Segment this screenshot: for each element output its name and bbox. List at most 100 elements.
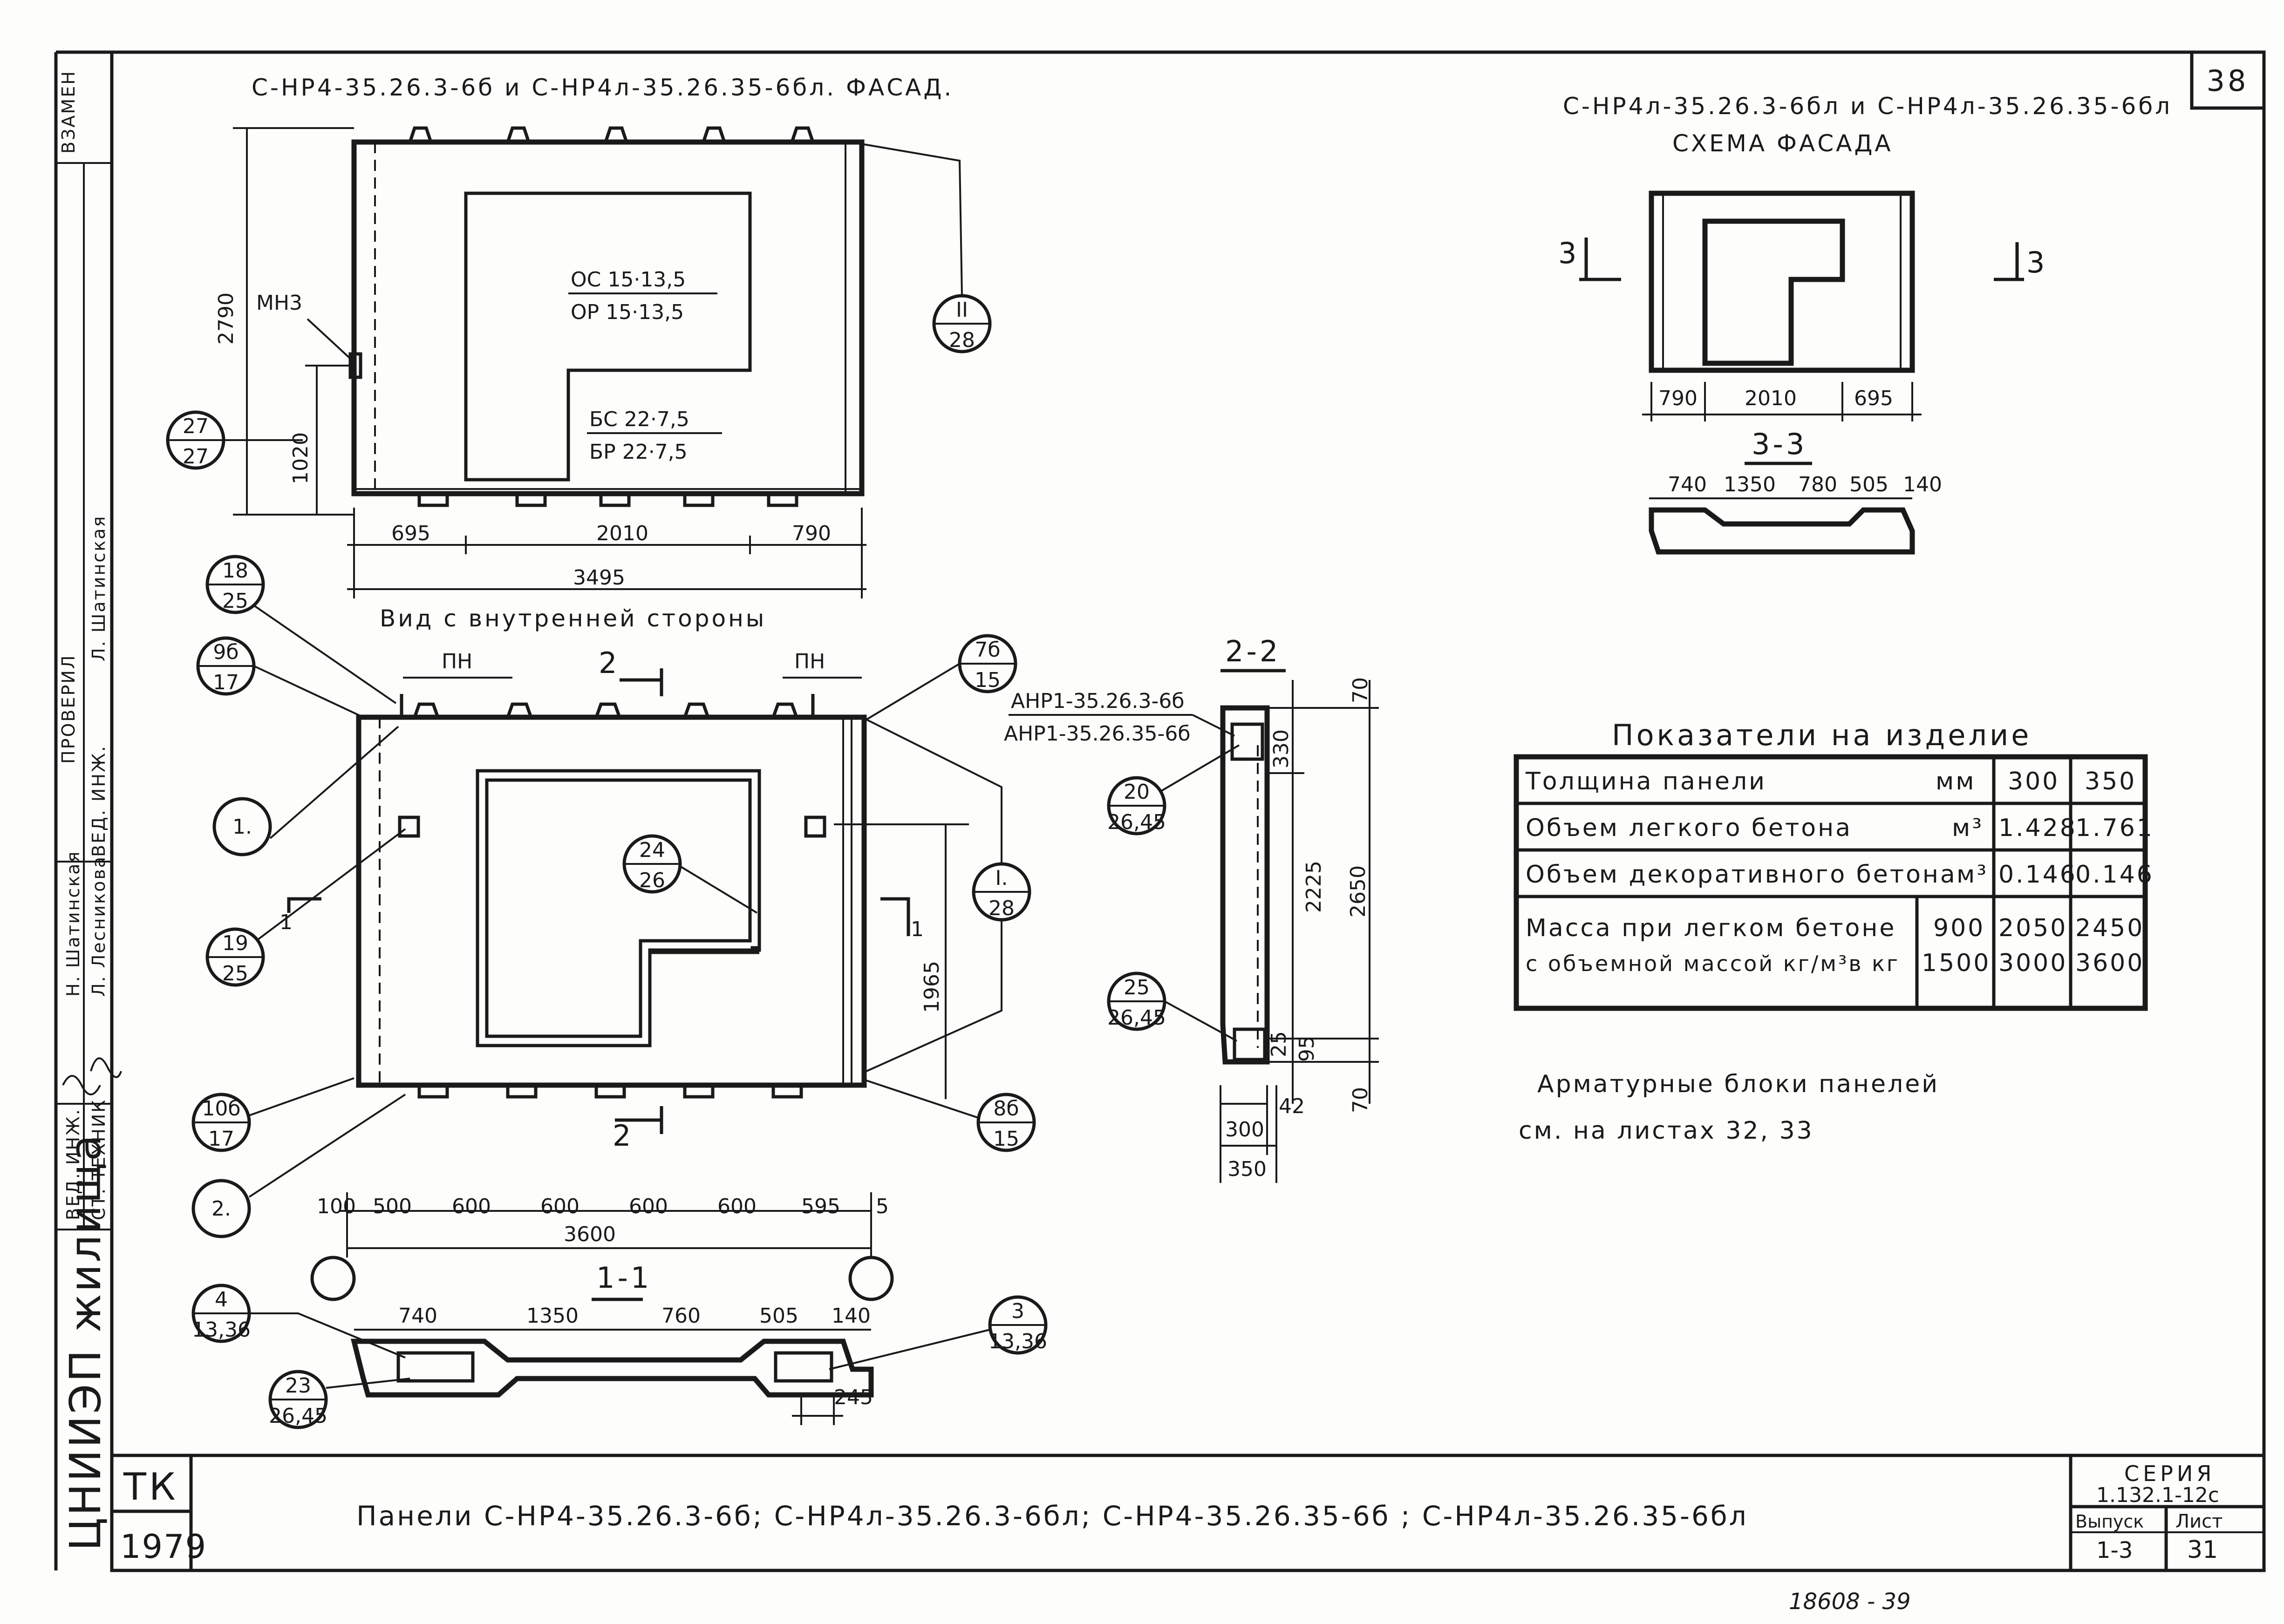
dim-695: 695 bbox=[391, 522, 430, 545]
svg-text:Объем декоративного бетона: Объем декоративного бетона bbox=[1526, 861, 1957, 889]
indicators-table: Показатели на изделие Толщина панели мм … bbox=[1514, 718, 2154, 1011]
section-1-1: 1-1 740 1350 760 505 140 245 4 13,36 3 1… bbox=[191, 1261, 1048, 1429]
stamp-name-3: ВЕД. ИНЖ. bbox=[89, 745, 109, 857]
svg-text:9б: 9б bbox=[213, 640, 239, 664]
svg-text:1350: 1350 bbox=[526, 1304, 579, 1328]
svg-text:2.: 2. bbox=[211, 1197, 231, 1221]
scheme-dim-695: 695 bbox=[1854, 387, 1893, 410]
section-2-2-rebar-top bbox=[1230, 722, 1264, 761]
section-2-2-vert-dims: 70 330 2225 2650 25 95 70 bbox=[1267, 677, 1372, 1113]
inner-callouts: 18 25 9б 17 1. 19 25 10б 17 bbox=[191, 555, 1036, 1238]
svg-text:600: 600 bbox=[452, 1195, 491, 1218]
svg-text:26,45: 26,45 bbox=[1107, 810, 1166, 834]
svg-text:3000: 3000 bbox=[1998, 949, 2067, 977]
callout-I-28: I. 28 bbox=[866, 719, 1031, 1072]
callout-23-2645: 23 26,45 bbox=[268, 1370, 410, 1429]
inner-view: Вид с внутренней стороны ПН ПН 2 2 1 1 bbox=[280, 605, 1235, 1301]
section-1-1-rebar-left bbox=[396, 1351, 475, 1383]
svg-text:Масса при легком бетоне: Масса при легком бетоне bbox=[1526, 914, 1896, 942]
section-1-1-profile bbox=[350, 1339, 874, 1398]
svg-text:1.428: 1.428 bbox=[1998, 814, 2077, 842]
mn3-label: МН3 bbox=[256, 291, 302, 315]
section-2-2-profile bbox=[1220, 705, 1270, 1065]
svg-text:19: 19 bbox=[222, 931, 248, 955]
svg-text:7б: 7б bbox=[975, 638, 1000, 662]
callout-1: 1. bbox=[212, 726, 399, 856]
drawing-title: Панели С-НР4-35.26.3-6б; С-НР4л-35.26.3-… bbox=[356, 1500, 1748, 1532]
svg-text:15: 15 bbox=[975, 668, 1001, 692]
section-3-3-title: 3-3 bbox=[1752, 427, 1807, 461]
callout-18-25: 18 25 bbox=[205, 555, 397, 704]
dim-1965: 1965 bbox=[920, 961, 944, 1013]
svg-text:140: 140 bbox=[1903, 473, 1942, 496]
inner-opening bbox=[485, 778, 752, 1038]
sheet-frame bbox=[110, 50, 2266, 1572]
section-mark-2-bottom: 2 bbox=[613, 1119, 634, 1153]
section-3-3-dims: 740 1350 780 505 140 bbox=[1668, 473, 1942, 496]
svg-text:26,45: 26,45 bbox=[1107, 1006, 1166, 1030]
callout-20-2645: 20 26,45 bbox=[1107, 744, 1240, 836]
svg-text:27: 27 bbox=[183, 414, 209, 438]
svg-text:II: II bbox=[956, 298, 968, 322]
svg-text:740: 740 bbox=[1668, 473, 1707, 496]
note-line-1: Арматурные блоки панелей bbox=[1537, 1070, 1939, 1098]
dim-2790: 2790 bbox=[214, 292, 238, 345]
scheme-dim-2010: 2010 bbox=[1745, 387, 1797, 410]
callout-4-1336: 4 13,36 bbox=[191, 1284, 406, 1359]
stamp-name-1: Н. Шатинская bbox=[63, 850, 83, 997]
svg-text:350: 350 bbox=[2085, 768, 2136, 795]
inner-view-title: Вид с внутренней стороны bbox=[380, 605, 766, 632]
svg-text:20: 20 bbox=[1124, 780, 1150, 804]
anr-label-2: АНР1-35.26.35-6б bbox=[1004, 722, 1191, 746]
callout-25-2645: 25 26,45 bbox=[1107, 972, 1237, 1042]
svg-text:600: 600 bbox=[540, 1195, 580, 1218]
facade-teeth bbox=[417, 494, 798, 507]
scheme-title-2: СХЕМА ФАСАДА bbox=[1672, 130, 1893, 157]
dim-245: 245 bbox=[834, 1386, 873, 1409]
facade-view: С-НР4-35.26.3-6б и С-НР4л-35.26.35-6бл. … bbox=[166, 74, 992, 598]
section-1-1-title: 1-1 bbox=[596, 1261, 652, 1295]
stamp-name-2: Л. Лесникова bbox=[89, 856, 109, 997]
issue-label: Выпуск bbox=[2075, 1511, 2144, 1532]
section-2-2-title: 2-2 bbox=[1225, 634, 1281, 668]
callout-24-26: 24 26 bbox=[622, 834, 758, 914]
stamp-vzamen: ВЗАМЕН bbox=[58, 70, 79, 154]
svg-text:595: 595 bbox=[801, 1195, 840, 1218]
section-3-3-profile bbox=[1649, 507, 1915, 555]
facade-loops bbox=[408, 126, 815, 143]
svg-text:28: 28 bbox=[989, 897, 1015, 920]
mn3-insert bbox=[348, 352, 362, 379]
stamp-role-1: ВЕД. ИНЖ. bbox=[63, 1108, 83, 1220]
sheet-value: 31 bbox=[2187, 1536, 2218, 1564]
section-1-1-dims: 740 1350 760 505 140 bbox=[398, 1304, 871, 1328]
series-label: СЕРИЯ bbox=[2124, 1461, 2215, 1486]
callout-2: 2. bbox=[191, 1094, 406, 1238]
svg-text:1.761: 1.761 bbox=[2075, 814, 2154, 842]
facade-outline bbox=[351, 139, 865, 496]
table-row-light-concrete: Объем легкого бетона м³ 1.428 1.761 bbox=[1526, 814, 2154, 842]
table-row-thickness: Толщина панели мм 300 350 bbox=[1525, 768, 2136, 795]
svg-text:300: 300 bbox=[2008, 768, 2059, 795]
section-mark-2-top: 2 bbox=[599, 646, 620, 680]
svg-text:505: 505 bbox=[759, 1304, 798, 1328]
svg-text:Толщина панели: Толщина панели bbox=[1525, 768, 1766, 795]
svg-text:Объем легкого бетона: Объем легкого бетона bbox=[1526, 814, 1852, 842]
svg-text:25: 25 bbox=[222, 589, 248, 613]
table-row-decorative-concrete: Объем декоративного бетона м³ 0.146 0.14… bbox=[1526, 861, 2152, 889]
dim-790: 790 bbox=[792, 522, 831, 545]
svg-text:5: 5 bbox=[876, 1195, 889, 1218]
svg-text:600: 600 bbox=[629, 1195, 668, 1218]
svg-text:8б: 8б bbox=[993, 1097, 1019, 1121]
svg-text:13,36: 13,36 bbox=[192, 1318, 251, 1342]
svg-text:3: 3 bbox=[1011, 1299, 1024, 1323]
svg-text:м³: м³ bbox=[1952, 814, 1984, 842]
stamp-org: ЦНИИЭП жилища bbox=[61, 1133, 110, 1551]
svg-text:900: 900 bbox=[1933, 914, 1985, 942]
svg-text:25: 25 bbox=[1124, 976, 1150, 999]
callout-19-25: 19 25 bbox=[205, 828, 406, 987]
svg-text:4: 4 bbox=[215, 1288, 228, 1311]
section-2-2-rebar-bottom bbox=[1233, 1027, 1267, 1061]
archive-number: 18608 - 39 bbox=[1789, 1589, 1911, 1615]
sheet-label: Лист bbox=[2175, 1511, 2223, 1532]
